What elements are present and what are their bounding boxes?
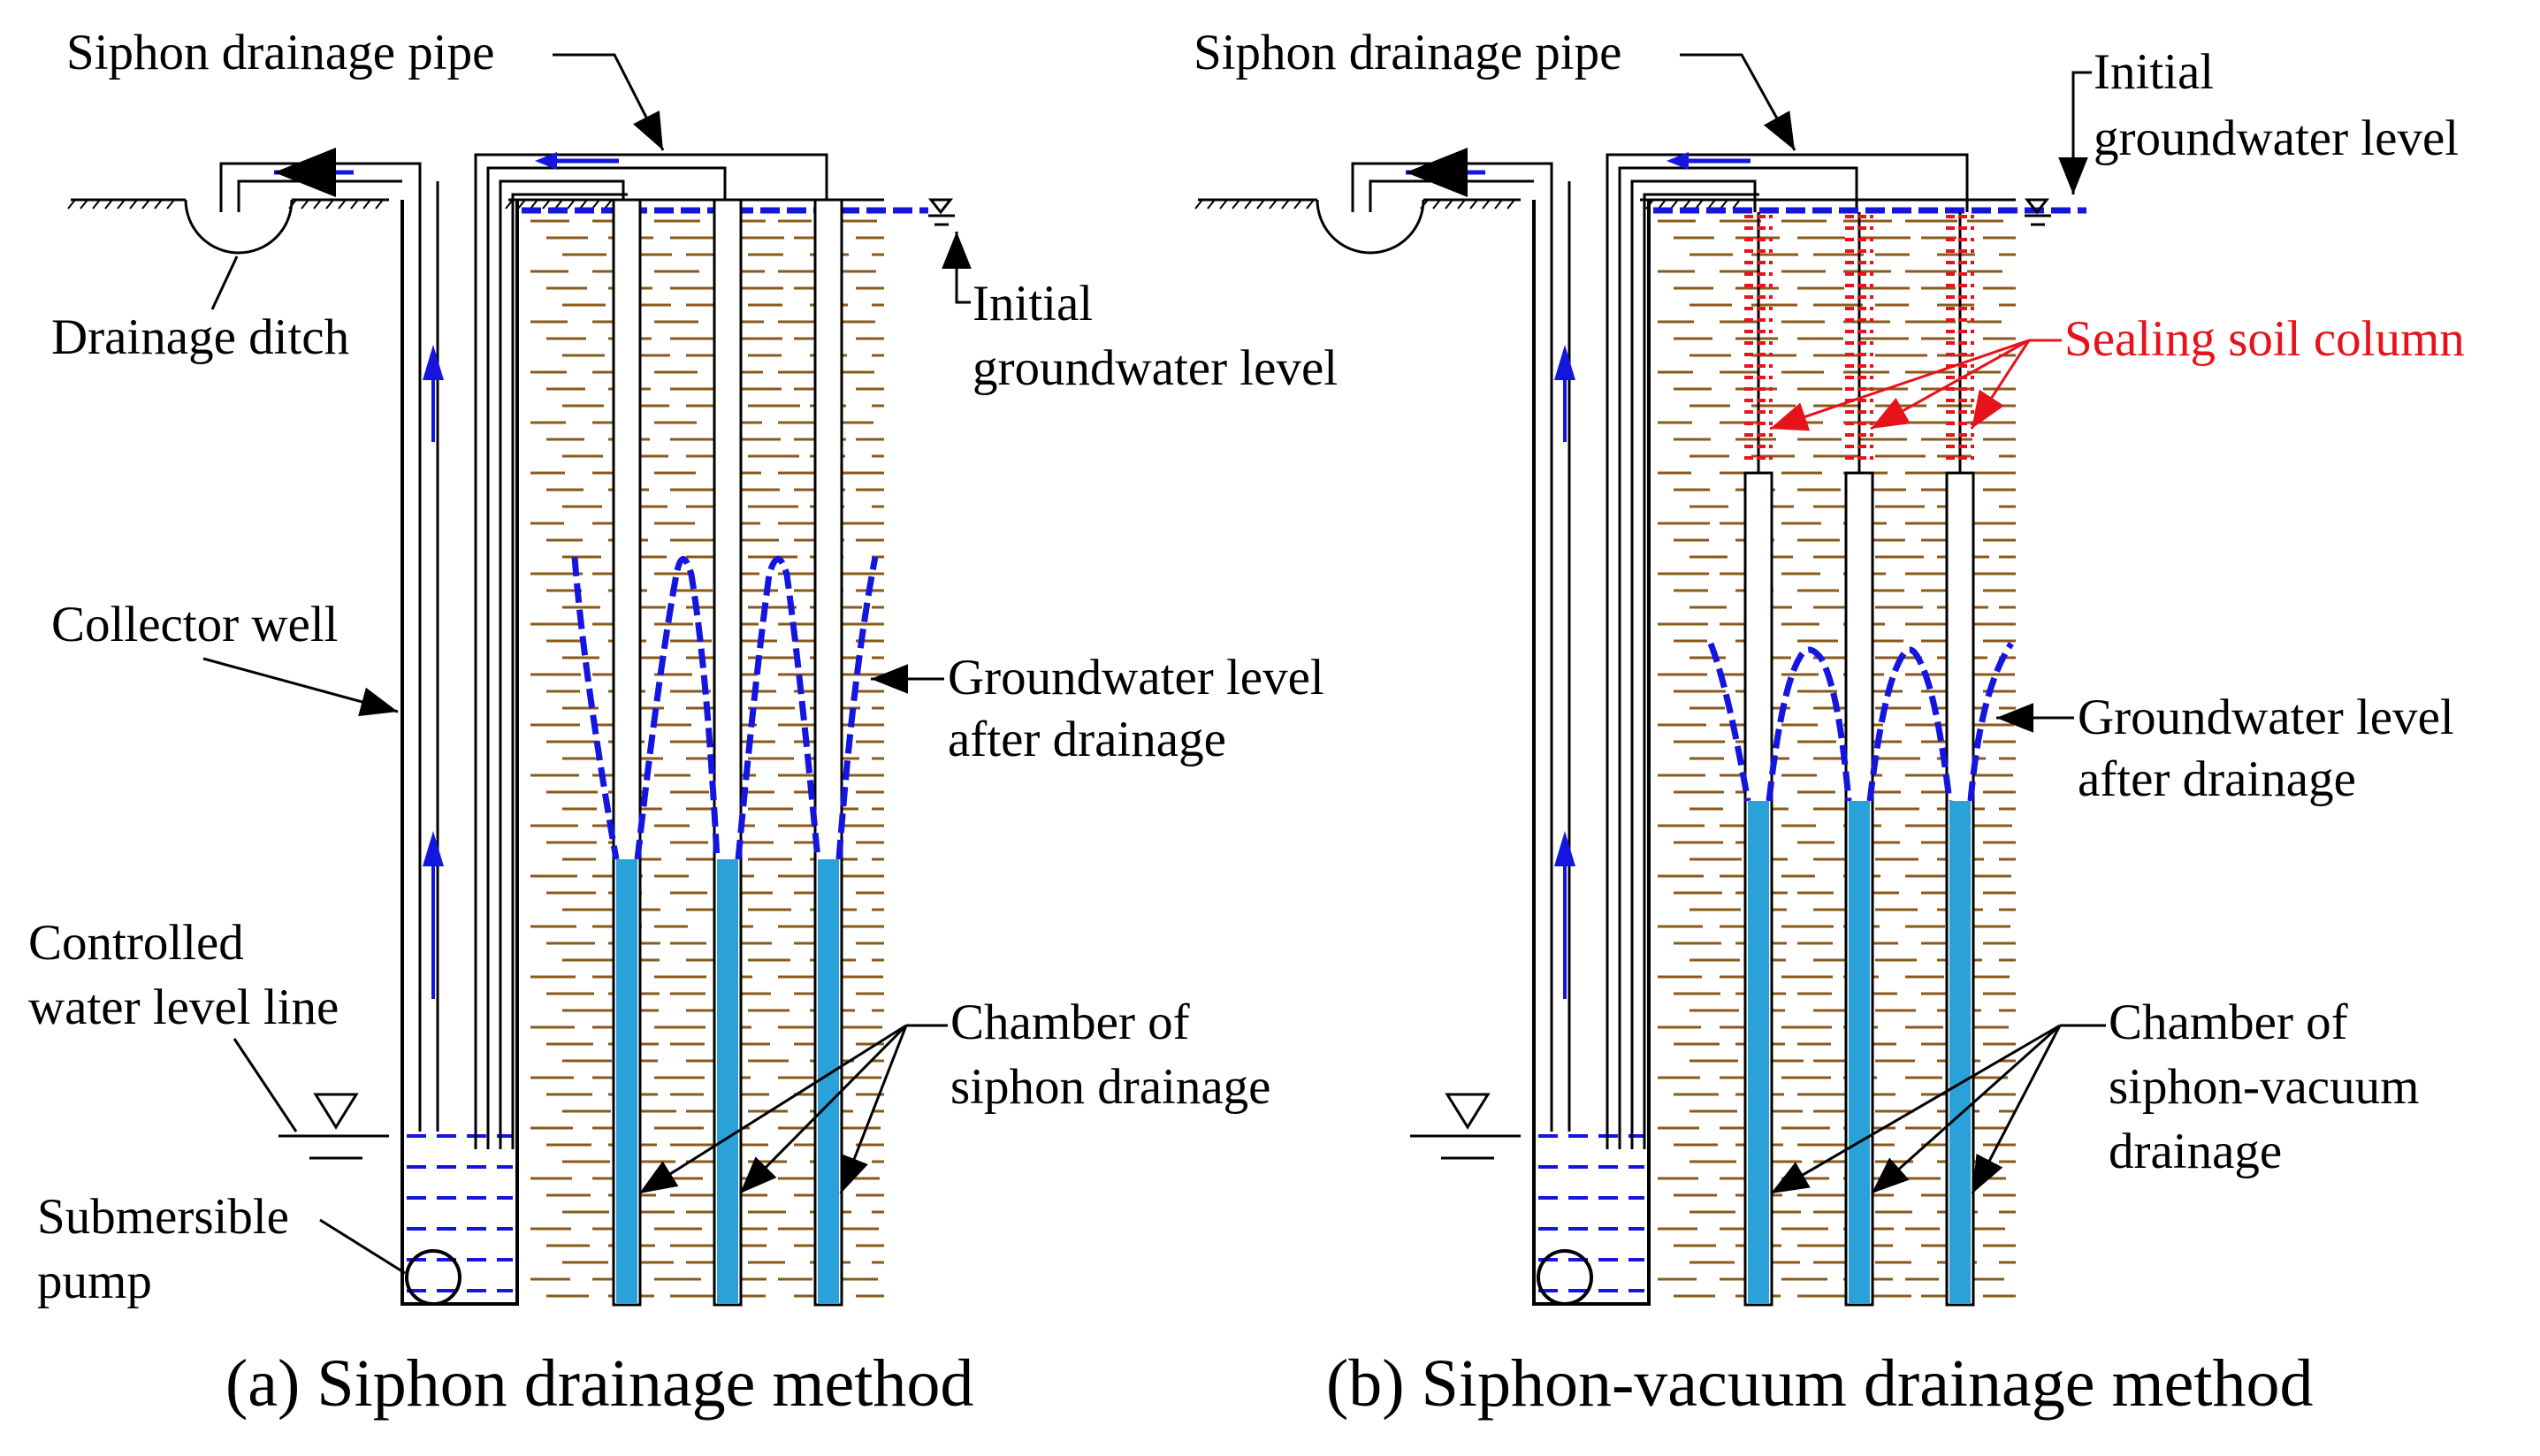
caption-a: (a) Siphon drainage method	[225, 1346, 973, 1421]
label-chamber-b-1: Chamber of	[2109, 995, 2348, 1050]
controlled-level-symbol-a	[313, 1093, 359, 1130]
label-gwl-after-b-1: Groundwater level	[2078, 690, 2454, 745]
label-sealing-b: Sealing soil column	[2064, 311, 2465, 367]
ground-tick	[301, 199, 309, 210]
well-water-b	[1538, 1134, 1644, 1292]
label-collector-well-a: Collector well	[51, 597, 339, 652]
ground-tick	[1670, 199, 1679, 210]
ground-tick	[1494, 199, 1503, 210]
ground-tick	[1219, 199, 1228, 210]
submersible-pump-b	[1537, 1249, 1593, 1306]
ground-tick	[166, 199, 175, 210]
label-chamber-b-2: siphon-vacuum	[2109, 1059, 2419, 1115]
label-chamber-b-3: drainage	[2109, 1124, 2282, 1179]
label-gwl-after-a-1: Groundwater level	[948, 650, 1324, 705]
ground-tick	[67, 199, 76, 210]
ground-tick	[350, 199, 359, 210]
caption-b: (b) Siphon-vacuum drainage method	[1326, 1346, 2313, 1421]
ground-tick	[1707, 199, 1716, 210]
ground-tick	[517, 199, 526, 210]
ground-tick	[141, 199, 150, 210]
label-controlled-level-a-2: water level line	[28, 980, 339, 1035]
ground-tick	[375, 199, 384, 210]
ground-tick	[542, 199, 551, 210]
ground-tick	[530, 199, 538, 210]
chamber-tubes-b	[1743, 471, 1975, 1307]
ground-tick	[567, 199, 576, 210]
ground-tick	[591, 199, 600, 210]
ground-tick	[579, 199, 588, 210]
controlled-level-symbol-b	[1445, 1093, 1491, 1130]
gwl-after-curve-b	[1707, 642, 2014, 802]
ground-tick	[1457, 199, 1466, 210]
ground-tick	[1232, 199, 1240, 210]
panel-b: Siphon drainage pipe Initial groundwater…	[1194, 25, 2465, 1421]
ground-tick	[1732, 199, 1741, 210]
label-initial-gwl-b-1: Initial	[2094, 44, 2214, 100]
drainage-ditch-a	[184, 199, 294, 255]
well-water-a	[407, 1134, 513, 1292]
collector-well-a	[400, 200, 519, 1306]
label-controlled-level-a-1: Controlled	[28, 915, 244, 971]
ground-tick	[1256, 199, 1265, 210]
label-pump-a-2: pump	[37, 1254, 152, 1309]
label-siphon-pipe-a: Siphon drainage pipe	[66, 25, 494, 80]
sealing-columns-b	[1744, 212, 1974, 473]
ground-tick	[104, 199, 113, 210]
ground-tick	[338, 199, 347, 210]
gwl-after-curve-a	[571, 556, 879, 860]
submersible-pump-a	[405, 1249, 461, 1306]
ground-tick	[1293, 199, 1302, 210]
ground-tick	[154, 199, 163, 210]
label-initial-gwl-b-2: groundwater level	[2094, 111, 2459, 166]
ground-tick	[1445, 199, 1453, 210]
label-initial-gwl-a-1: Initial	[973, 276, 1093, 332]
ground-tick	[1720, 199, 1728, 210]
ground-tick	[362, 199, 371, 210]
ground-tick	[1244, 199, 1253, 210]
drainage-ditch-b	[1316, 199, 1425, 255]
siphon-pipe-a	[474, 153, 828, 1149]
ground-tick	[80, 199, 88, 210]
ground-tick	[1658, 199, 1667, 210]
ground-tick	[92, 199, 101, 210]
label-gwl-after-a-2: after drainage	[948, 712, 1226, 767]
panel-a: Siphon drainage pipe Drainage ditch Init…	[28, 25, 1338, 1421]
ground-tick	[325, 199, 334, 210]
ground-tick	[1194, 199, 1203, 210]
ground-tick	[1682, 199, 1691, 210]
chamber-tubes-a	[612, 198, 843, 1307]
ground-tick	[1482, 199, 1491, 210]
label-pump-a-1: Submersible	[37, 1189, 289, 1245]
ground-tick	[1207, 199, 1216, 210]
ground-tick	[604, 199, 613, 210]
siphon-pipe-b	[1606, 153, 1969, 1149]
ground-tick	[1506, 199, 1515, 210]
ground-tick	[1281, 199, 1290, 210]
label-siphon-pipe-b: Siphon drainage pipe	[1194, 25, 1621, 80]
ground-tick	[117, 199, 126, 210]
ground-tick	[1432, 199, 1441, 210]
label-chamber-a-2: siphon drainage	[950, 1059, 1270, 1115]
outlet-pipe-b	[1351, 162, 1571, 1132]
ground-tick	[1695, 199, 1704, 210]
ground-tick	[554, 199, 563, 210]
label-drainage-ditch-a: Drainage ditch	[51, 309, 349, 365]
ground-tick	[1269, 199, 1278, 210]
label-initial-gwl-a-2: groundwater level	[973, 340, 1338, 396]
label-gwl-after-b-2: after drainage	[2078, 751, 2356, 807]
ground-tick	[1306, 199, 1315, 210]
ground-tick	[129, 199, 138, 210]
label-chamber-a-1: Chamber of	[950, 995, 1190, 1050]
collector-well-b	[1532, 200, 1651, 1306]
ground-tick	[1469, 199, 1478, 210]
ground-tick	[313, 199, 322, 210]
